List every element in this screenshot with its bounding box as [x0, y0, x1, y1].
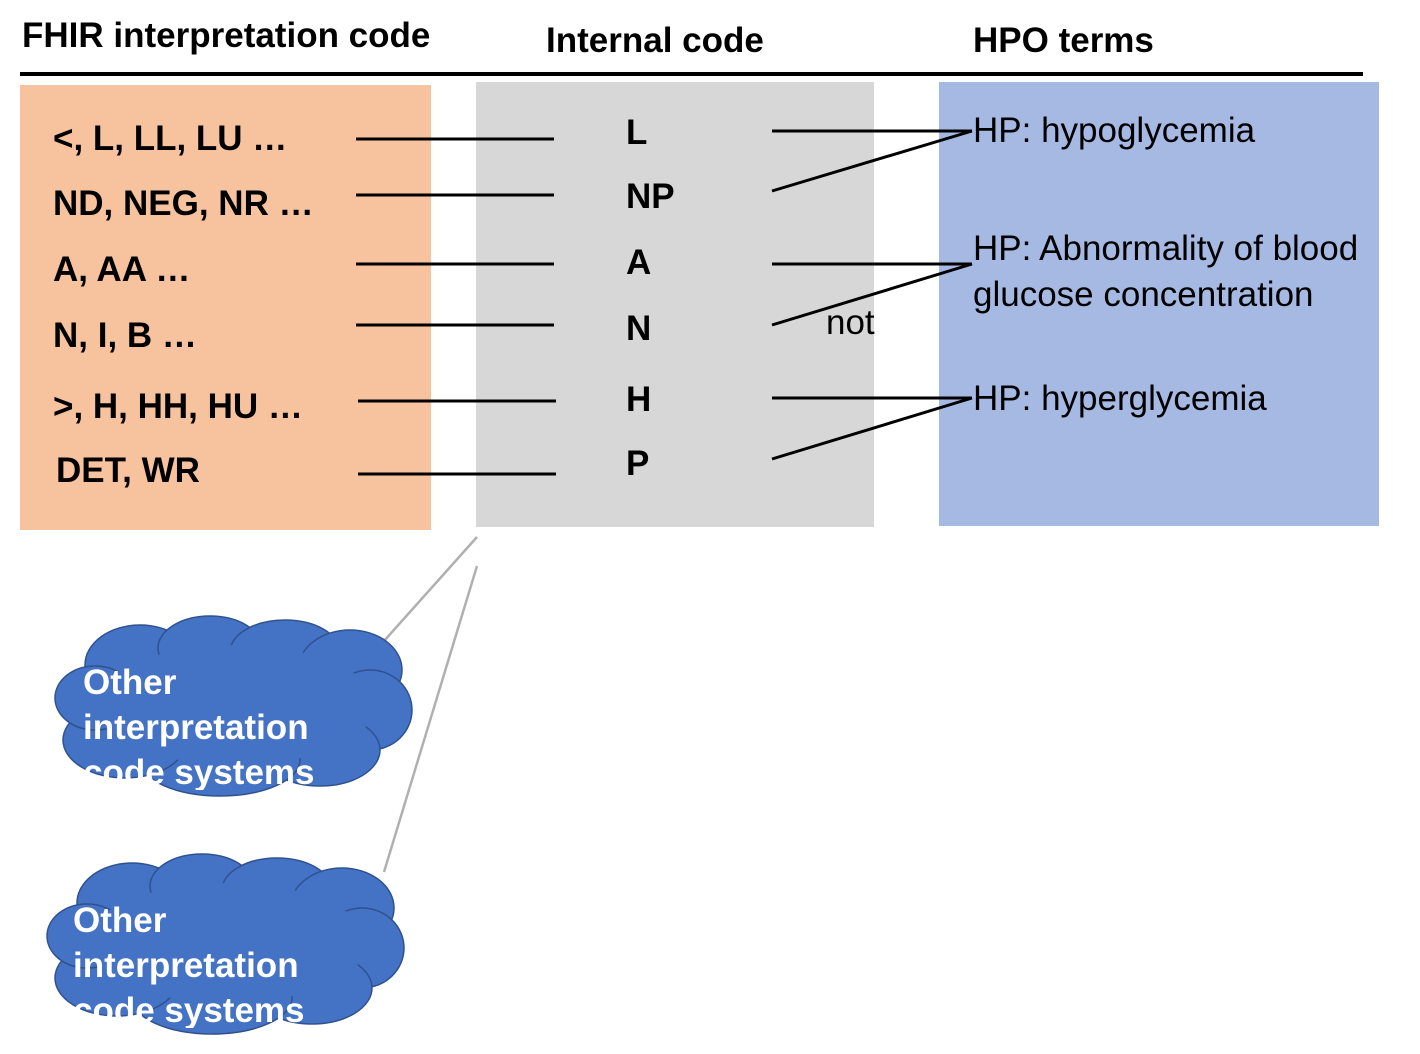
internal-codes-box	[476, 82, 874, 527]
header-internal: Internal code	[546, 21, 764, 60]
hpo-term-hypoglycemia: HP: hypoglycemia	[973, 111, 1256, 150]
fhir-code-group-low: <, L, LL, LU …	[53, 119, 288, 158]
hpo-term-abnormal-glucose: HP: Abnormality of blood glucose concent…	[973, 229, 1359, 314]
hpo-terms-box	[939, 82, 1379, 526]
internal-code-NP: NP	[626, 177, 675, 216]
internal-code-L: L	[626, 113, 648, 152]
internal-code-A: A	[626, 243, 652, 282]
fhir-code-group-normal: N, I, B …	[53, 316, 197, 355]
cloud-other-code-systems-1: Other interpretation code systems	[50, 610, 416, 800]
link-internal-to-cloud-2	[382, 565, 479, 873]
fhir-code-group-present: DET, WR	[56, 451, 200, 490]
link-N-to-abnormal-glucose	[771, 262, 973, 327]
internal-code-P: P	[626, 444, 650, 483]
header-fhir: FHIR interpretation code	[22, 16, 431, 55]
fhir-codes-box	[20, 85, 431, 530]
cloud-shape-icon	[54, 615, 413, 797]
fhir-code-group-high: >, H, HH, HU …	[53, 387, 303, 426]
hpo-term-hyperglycemia: HP: hyperglycemia	[973, 379, 1267, 418]
header-rule	[20, 72, 1363, 76]
header-hpo: HPO terms	[973, 21, 1154, 60]
link-NP-to-hypoglycemia	[771, 129, 973, 193]
cloud-label-2: Other interpretation code systems	[73, 901, 305, 1028]
negation-label: not	[826, 303, 875, 342]
link-internal-to-cloud-1	[383, 536, 478, 642]
cloud-shape-icon	[46, 853, 405, 1035]
cloud-label-1: Other interpretation code systems	[83, 663, 315, 790]
internal-code-H: H	[626, 380, 652, 419]
fhir-code-group-abnormal: A, AA …	[53, 250, 191, 289]
internal-code-N: N	[626, 309, 652, 348]
fhir-code-group-not-present: ND, NEG, NR …	[53, 184, 314, 223]
cloud-other-code-systems-2: Other interpretation code systems	[42, 848, 408, 1038]
link-P-to-hyperglycemia	[771, 396, 973, 461]
